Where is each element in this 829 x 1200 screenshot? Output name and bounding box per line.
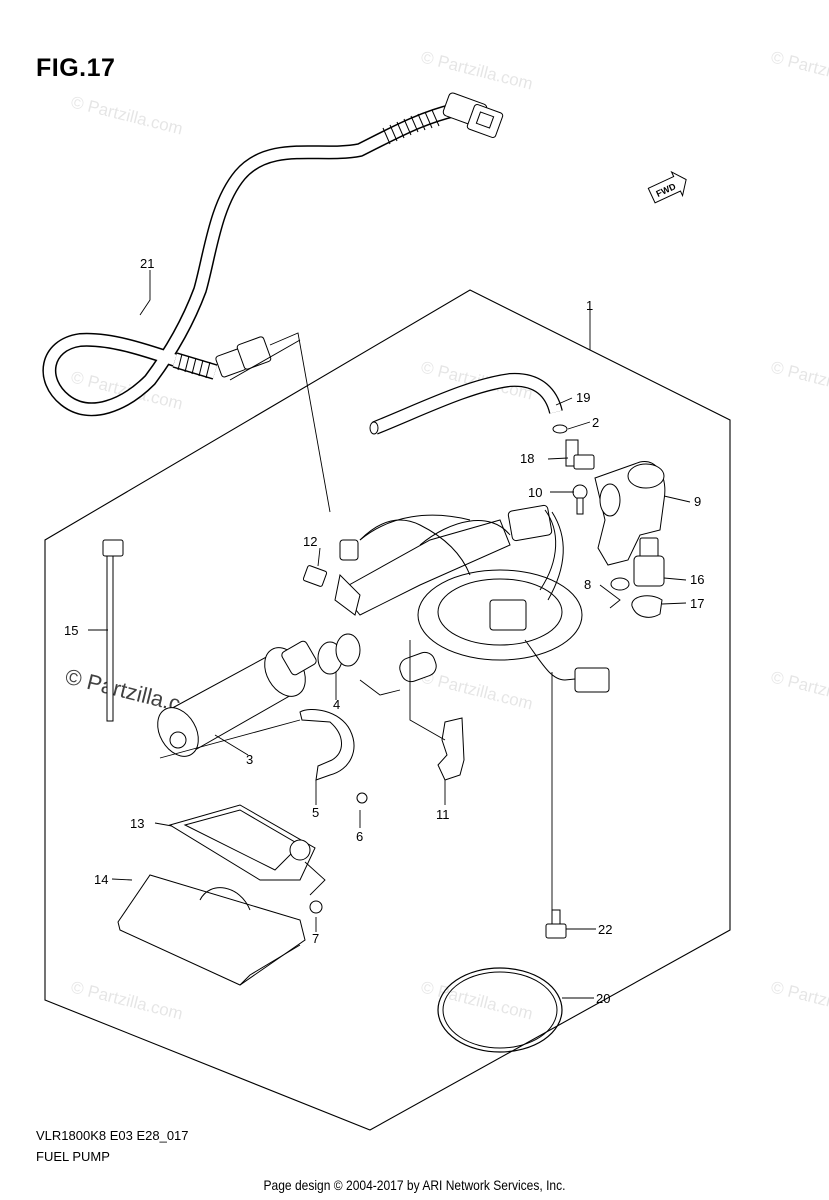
footer-credit: Page design © 2004-2017 by ARI Network S… — [263, 1177, 566, 1193]
callout-21: 21 — [140, 256, 154, 271]
figure-code: VLR1800K8 E03 E28_017 — [36, 1128, 189, 1143]
pump-wiring — [359, 509, 610, 693]
part-14-cover — [117, 874, 306, 986]
part-3-fuel-pump — [157, 640, 317, 757]
callout-8: 8 — [584, 577, 591, 592]
callout-10: 10 — [528, 485, 542, 500]
part-12-connector — [302, 539, 359, 587]
watermark: © Partzilla.com — [69, 92, 185, 138]
part-6-screw — [356, 792, 368, 804]
callout-labels: 1 2 3 4 5 6 7 8 9 10 11 12 13 14 15 16 1… — [64, 256, 704, 1006]
callout-22: 22 — [598, 922, 612, 937]
watermark: © Partzilla.com — [419, 977, 535, 1023]
part-16-regulator — [633, 537, 665, 587]
part-4-grommet — [317, 633, 361, 675]
part-18-fitting — [565, 439, 595, 470]
part-15-cable-tie — [102, 539, 124, 722]
watermark: © Partzilla.com — [419, 47, 535, 93]
part-11-bracket — [437, 717, 465, 781]
forward-arrow-icon — [647, 170, 687, 204]
callout-19: 19 — [576, 390, 590, 405]
callout-11: 11 — [436, 807, 450, 822]
callout-14: 14 — [94, 872, 108, 887]
callout-2: 2 — [592, 415, 599, 430]
forward-arrow-badge: FWD — [647, 170, 687, 204]
assembly-boundary — [44, 289, 731, 1131]
leader-lines — [88, 270, 691, 999]
callout-16: 16 — [690, 572, 704, 587]
callout-5: 5 — [312, 805, 319, 820]
watermark: © Partzilla.com — [769, 47, 829, 93]
callout-7: 7 — [312, 931, 319, 946]
part-10-screw — [572, 484, 588, 515]
part-2-clamp — [552, 424, 568, 434]
watermark: © Partzilla.com — [769, 357, 829, 403]
callout-20: 20 — [596, 991, 610, 1006]
part-13-filter — [168, 804, 316, 881]
part-20-gasket-ring — [437, 967, 563, 1053]
pump-module-body — [334, 504, 583, 683]
figure-title: FIG.17 — [36, 54, 116, 82]
part-7-washer — [309, 900, 323, 914]
figure-name: FUEL PUMP — [36, 1149, 110, 1164]
part-9-regulator-bracket — [594, 461, 666, 566]
callout-15: 15 — [64, 623, 78, 638]
callout-17: 17 — [690, 596, 704, 611]
watermark: © Partzilla.com — [419, 667, 535, 713]
part-22-bolt — [545, 909, 567, 939]
part-21-hose-harness — [42, 92, 504, 417]
callout-13: 13 — [130, 816, 144, 831]
part-17-clip — [631, 595, 663, 618]
callout-6: 6 — [356, 829, 363, 844]
callout-9: 9 — [694, 494, 701, 509]
part-8-o-ring — [610, 577, 630, 591]
callout-4: 4 — [333, 697, 340, 712]
callout-18: 18 — [520, 451, 534, 466]
callout-1: 1 — [586, 298, 593, 313]
callout-3: 3 — [246, 752, 253, 767]
part-5-holder — [299, 709, 355, 781]
watermark: © Partzilla.com — [769, 977, 829, 1023]
leader-line — [269, 332, 331, 513]
watermark: © Partzilla.com — [769, 667, 829, 713]
callout-12: 12 — [303, 534, 317, 549]
part-19-fuel-hose — [369, 372, 563, 435]
